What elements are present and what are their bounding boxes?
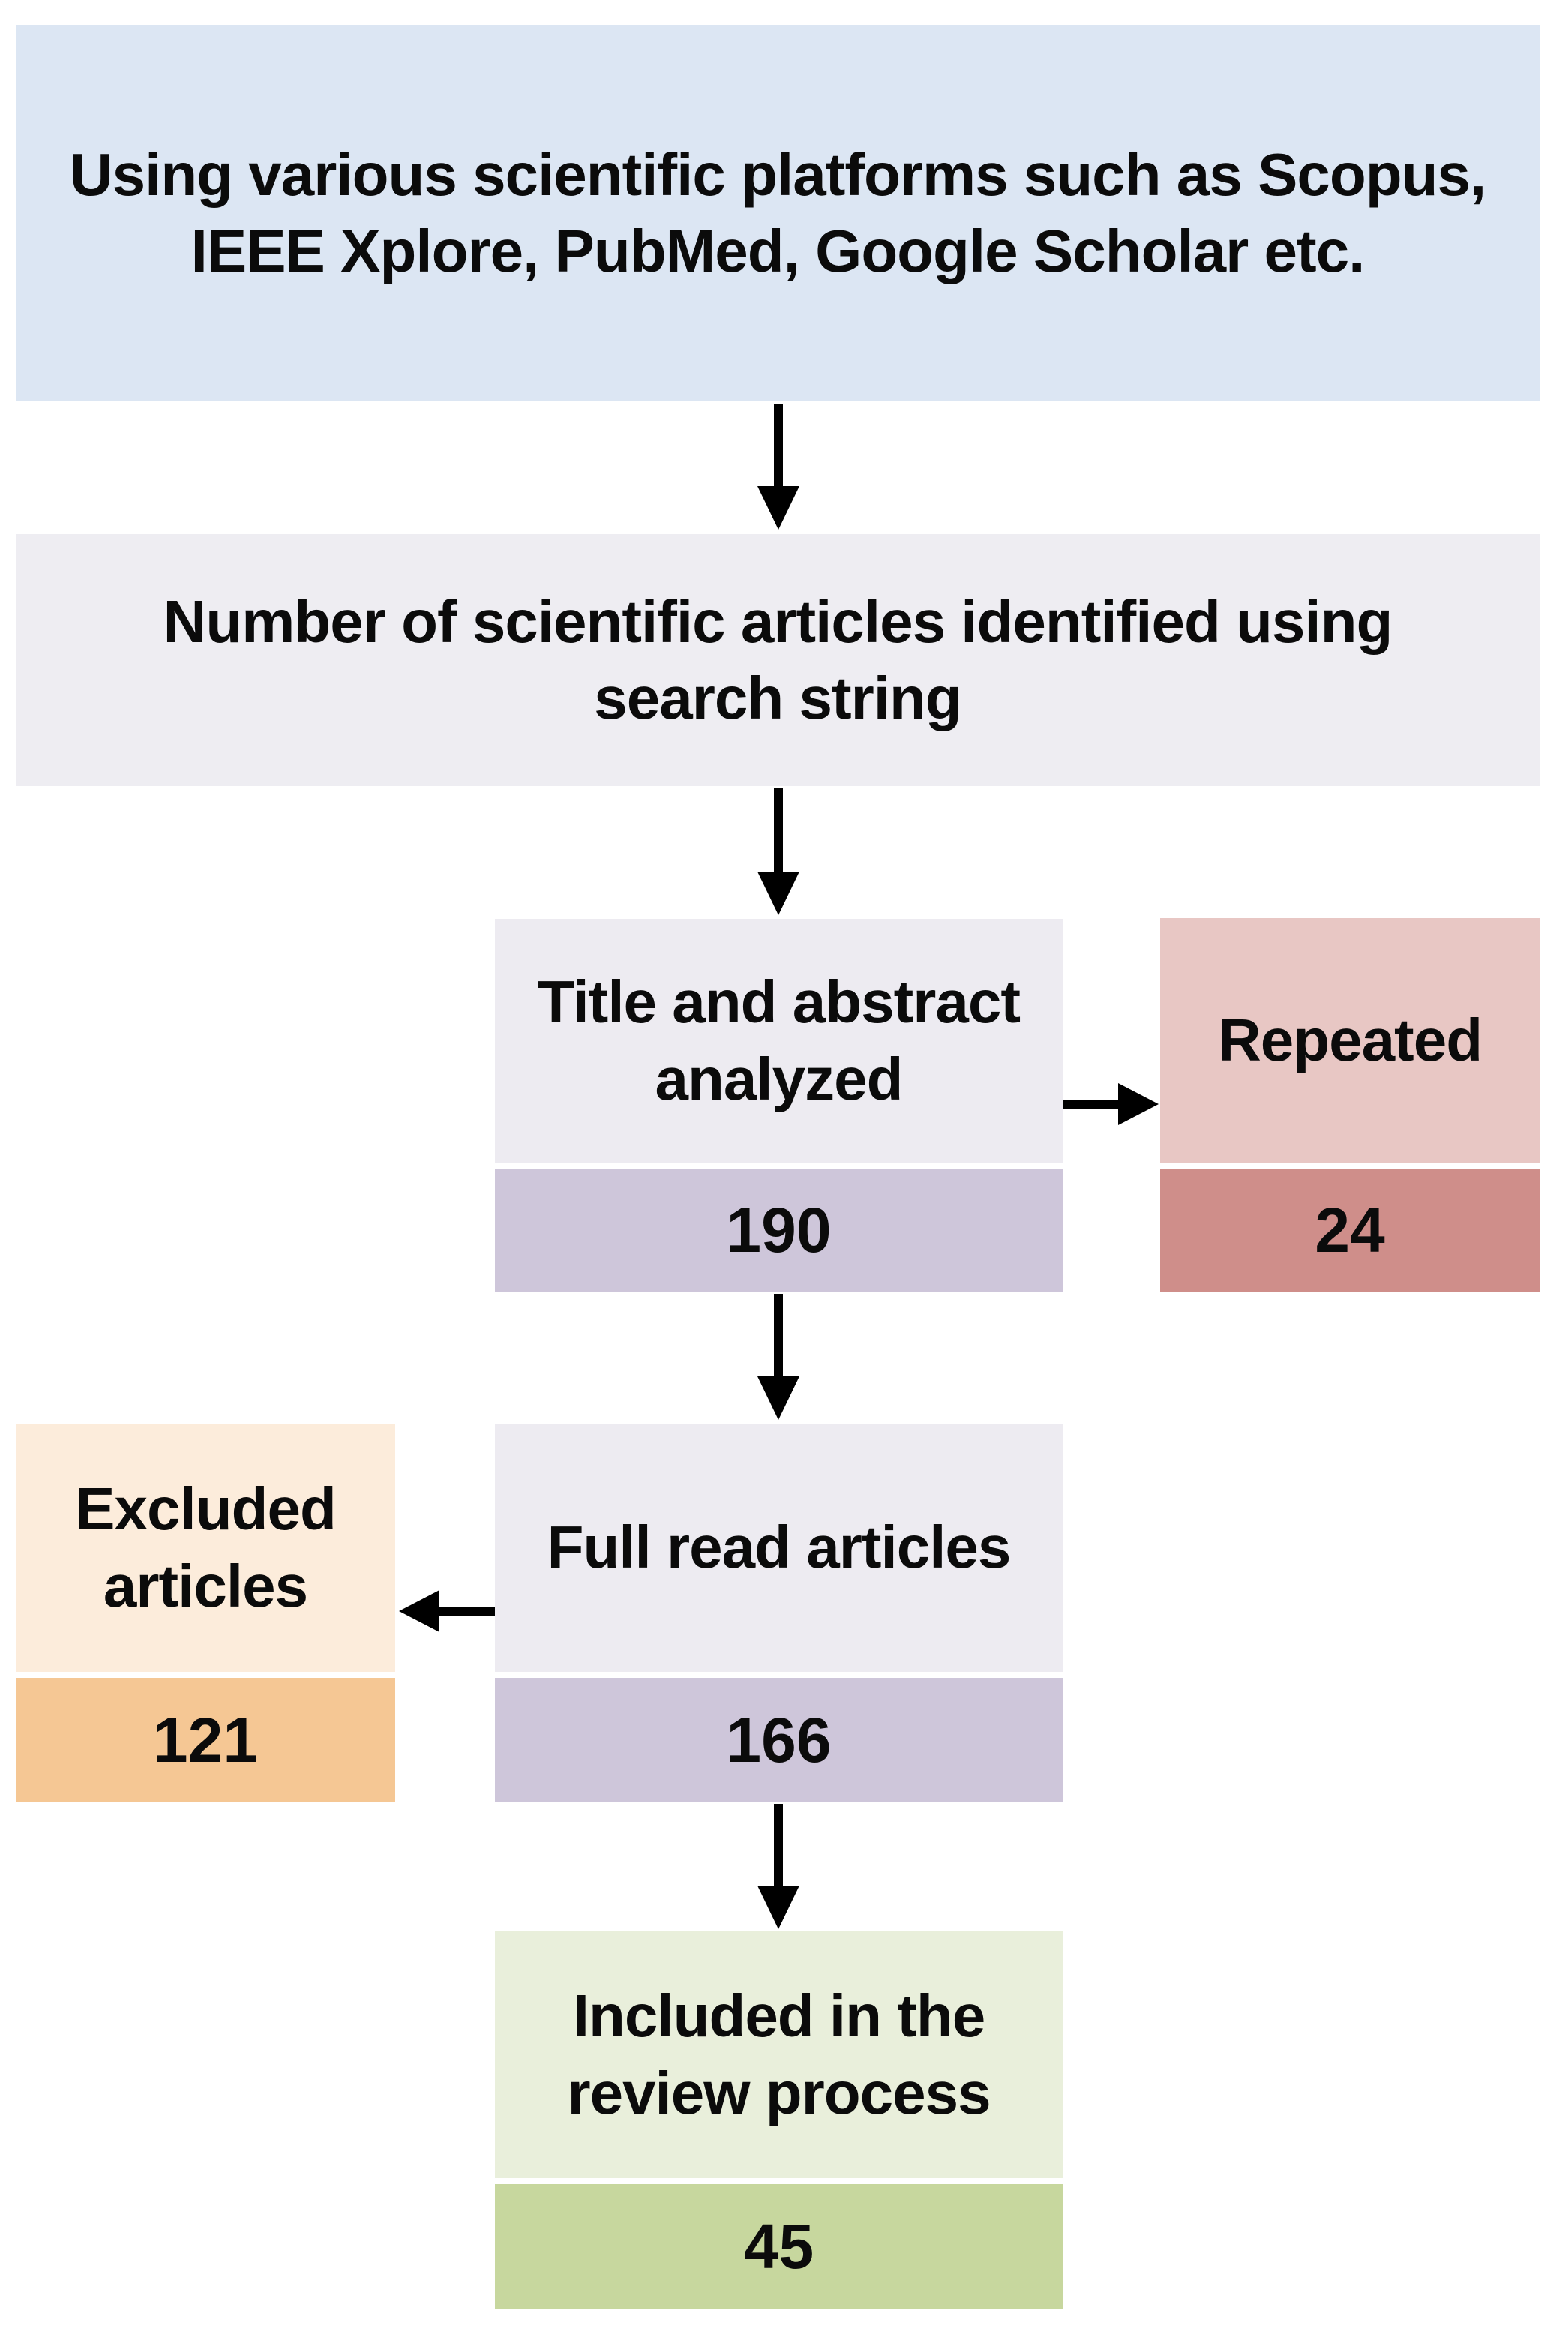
excluded-label: Excluded articles [75, 1475, 337, 1619]
platforms-box: Using various scientific platforms such … [16, 25, 1540, 401]
arrow-stem [774, 404, 783, 486]
arrow-title-abstract-to-repeated [1063, 1083, 1159, 1125]
platforms-label: Using various scientific platforms such … [69, 140, 1486, 284]
arrow-down-head [757, 872, 799, 915]
excluded-label-section: Excluded articles [16, 1424, 395, 1672]
identified-label: Number of scientific articles identified… [163, 587, 1393, 731]
repeated-count-section: 24 [1160, 1169, 1540, 1292]
arrow-stem [439, 1606, 495, 1616]
title-abstract-count: 190 [726, 1195, 832, 1265]
arrow-down-head [757, 1376, 799, 1420]
arrow-title-abstract-to-full-read [757, 1294, 799, 1420]
repeated-label: Repeated [1217, 1006, 1483, 1073]
included-label: Included in the review process [567, 1982, 991, 2126]
full-read-count: 166 [726, 1704, 832, 1775]
included-box: Included in the review process 45 [495, 1931, 1063, 2309]
title-abstract-label-section: Title and abstract analyzed [495, 919, 1063, 1163]
full-read-label: Full read articles [547, 1514, 1012, 1581]
arrow-full-read-to-excluded [399, 1590, 495, 1632]
repeated-count: 24 [1315, 1195, 1385, 1265]
excluded-count: 121 [152, 1704, 259, 1775]
arrow-stem [774, 1294, 783, 1376]
arrow-down-head [757, 1886, 799, 1929]
title-abstract-box: Title and abstract analyzed 190 [495, 919, 1063, 1292]
arrow-stem [1063, 1099, 1118, 1109]
arrow-down-head [757, 486, 799, 530]
included-count-section: 45 [495, 2184, 1063, 2309]
identified-box: Number of scientific articles identified… [16, 534, 1540, 786]
arrow-right-head [1118, 1083, 1159, 1125]
repeated-box: Repeated 24 [1160, 918, 1540, 1292]
excluded-box: Excluded articles 121 [16, 1424, 395, 1802]
included-label-section: Included in the review process [495, 1931, 1063, 2178]
arrow-stem [774, 1804, 783, 1886]
full-read-count-section: 166 [495, 1678, 1063, 1802]
title-abstract-count-section: 190 [495, 1169, 1063, 1292]
excluded-count-section: 121 [16, 1678, 395, 1802]
arrow-left-head [399, 1590, 439, 1632]
full-read-box: Full read articles 166 [495, 1424, 1063, 1802]
arrow-stem [774, 788, 783, 872]
included-count: 45 [743, 2210, 814, 2282]
repeated-label-section: Repeated [1160, 918, 1540, 1163]
full-read-label-section: Full read articles [495, 1424, 1063, 1672]
arrow-platforms-to-identified [757, 404, 799, 530]
arrow-identified-to-title-abstract [757, 788, 799, 915]
title-abstract-label: Title and abstract analyzed [538, 968, 1021, 1112]
arrow-full-read-to-included [757, 1804, 799, 1929]
